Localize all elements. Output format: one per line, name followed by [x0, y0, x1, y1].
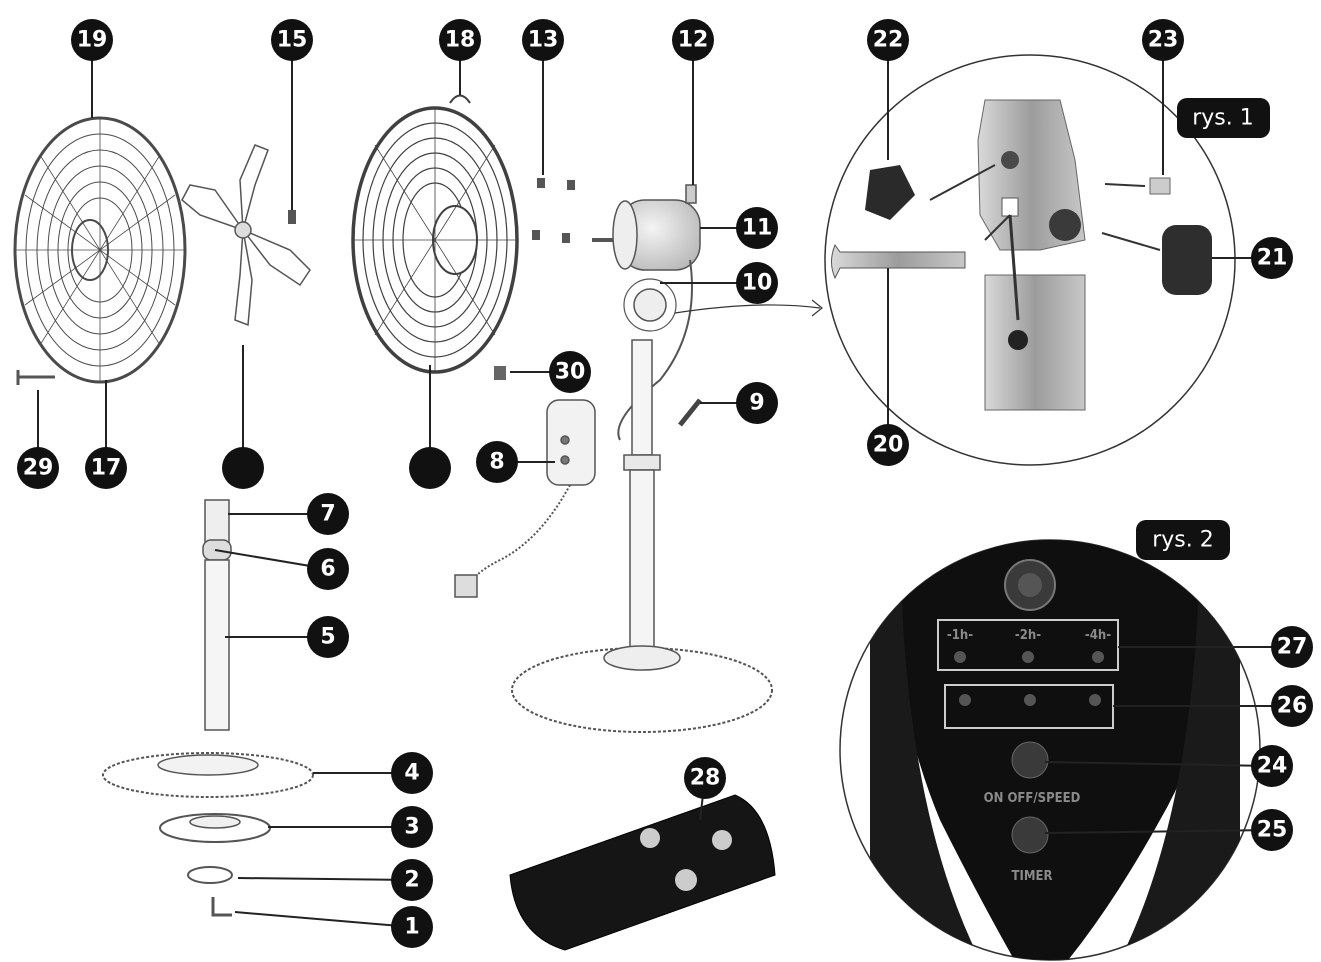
fig2-tag: rys. 2: [1136, 520, 1230, 560]
callout-23: 23: [1142, 19, 1184, 61]
detail-circle-fig2: -1h- -2h- -4h- ON OFF/SPEED TIMER: [840, 520, 1260, 962]
timer-1h-label: -1h-: [947, 628, 973, 643]
svg-text:23: 23: [1148, 28, 1179, 53]
callout-25: 25: [1251, 809, 1293, 851]
callout-12: 12: [672, 19, 714, 61]
svg-text:5: 5: [320, 625, 335, 650]
callout-15: 15: [271, 19, 313, 61]
callout-2: 2: [391, 859, 433, 901]
svg-text:11: 11: [742, 216, 773, 241]
callout-29: 29: [17, 447, 59, 489]
fan-blade: [182, 145, 310, 325]
part-9: [680, 400, 700, 425]
timer-2h-label: -2h-: [1015, 628, 1041, 643]
callout-blank-blade: [222, 447, 264, 489]
svg-text:30: 30: [555, 360, 586, 385]
pole-parts: [103, 500, 313, 915]
callout-28: 28: [684, 757, 726, 799]
svg-text:9: 9: [749, 391, 764, 416]
svg-text:1: 1: [404, 915, 419, 940]
svg-text:24: 24: [1257, 754, 1288, 779]
svg-text:27: 27: [1277, 635, 1308, 660]
control-box-8: [455, 400, 595, 597]
callout-6: 6: [307, 548, 349, 590]
callout-7: 7: [307, 493, 349, 535]
svg-text:2: 2: [404, 868, 419, 893]
svg-text:15: 15: [277, 28, 308, 53]
svg-text:18: 18: [445, 28, 476, 53]
svg-text:10: 10: [742, 271, 773, 296]
svg-text:26: 26: [1277, 694, 1308, 719]
timer-label: TIMER: [1012, 869, 1053, 884]
callout-22: 22: [867, 19, 909, 61]
svg-text:20: 20: [873, 433, 904, 458]
callout-19: 19: [71, 19, 113, 61]
svg-text:6: 6: [320, 557, 335, 582]
callout-3: 3: [391, 806, 433, 848]
svg-text:13: 13: [528, 28, 559, 53]
callout-13: 13: [522, 19, 564, 61]
svg-text:22: 22: [873, 28, 904, 53]
svg-text:29: 29: [23, 456, 54, 481]
onoff-speed-label: ON OFF/SPEED: [984, 791, 1081, 806]
svg-text:rys. 2: rys. 2: [1152, 528, 1214, 553]
bolt-29: [18, 370, 55, 385]
callout-18: 18: [439, 19, 481, 61]
svg-text:21: 21: [1257, 246, 1288, 271]
callout-17: 17: [85, 447, 127, 489]
remote-control: [510, 795, 775, 950]
callout-30: 30: [549, 351, 591, 393]
screw-15: [288, 210, 296, 224]
timer-4h-label: -4h-: [1085, 628, 1111, 643]
svg-text:rys. 1: rys. 1: [1192, 106, 1254, 131]
callout-21: 21: [1251, 237, 1293, 279]
assembled-stand: [512, 340, 772, 732]
svg-text:3: 3: [404, 815, 419, 840]
svg-text:25: 25: [1257, 818, 1288, 843]
screws-13: [532, 178, 575, 243]
callout-11: 11: [736, 207, 778, 249]
rear-grill: [15, 118, 185, 382]
callout-27: 27: [1271, 626, 1313, 668]
callout-24: 24: [1251, 745, 1293, 787]
svg-text:28: 28: [690, 766, 721, 791]
svg-text:8: 8: [489, 450, 504, 475]
callout-blank-front: [409, 447, 451, 489]
callout-10: 10: [736, 262, 778, 304]
svg-text:4: 4: [404, 761, 419, 786]
svg-text:12: 12: [678, 28, 709, 53]
callout-26: 26: [1271, 685, 1313, 727]
callout-5: 5: [307, 616, 349, 658]
svg-text:7: 7: [320, 502, 335, 527]
part-30: [494, 366, 506, 380]
svg-text:17: 17: [91, 456, 122, 481]
front-grill: [353, 96, 517, 373]
callout-20: 20: [867, 424, 909, 466]
callout-9: 9: [736, 382, 778, 424]
callout-4: 4: [391, 752, 433, 794]
fig1-tag: rys. 1: [1177, 98, 1270, 138]
svg-text:19: 19: [77, 28, 108, 53]
callout-8: 8: [476, 441, 518, 483]
callout-1: 1: [391, 906, 433, 948]
